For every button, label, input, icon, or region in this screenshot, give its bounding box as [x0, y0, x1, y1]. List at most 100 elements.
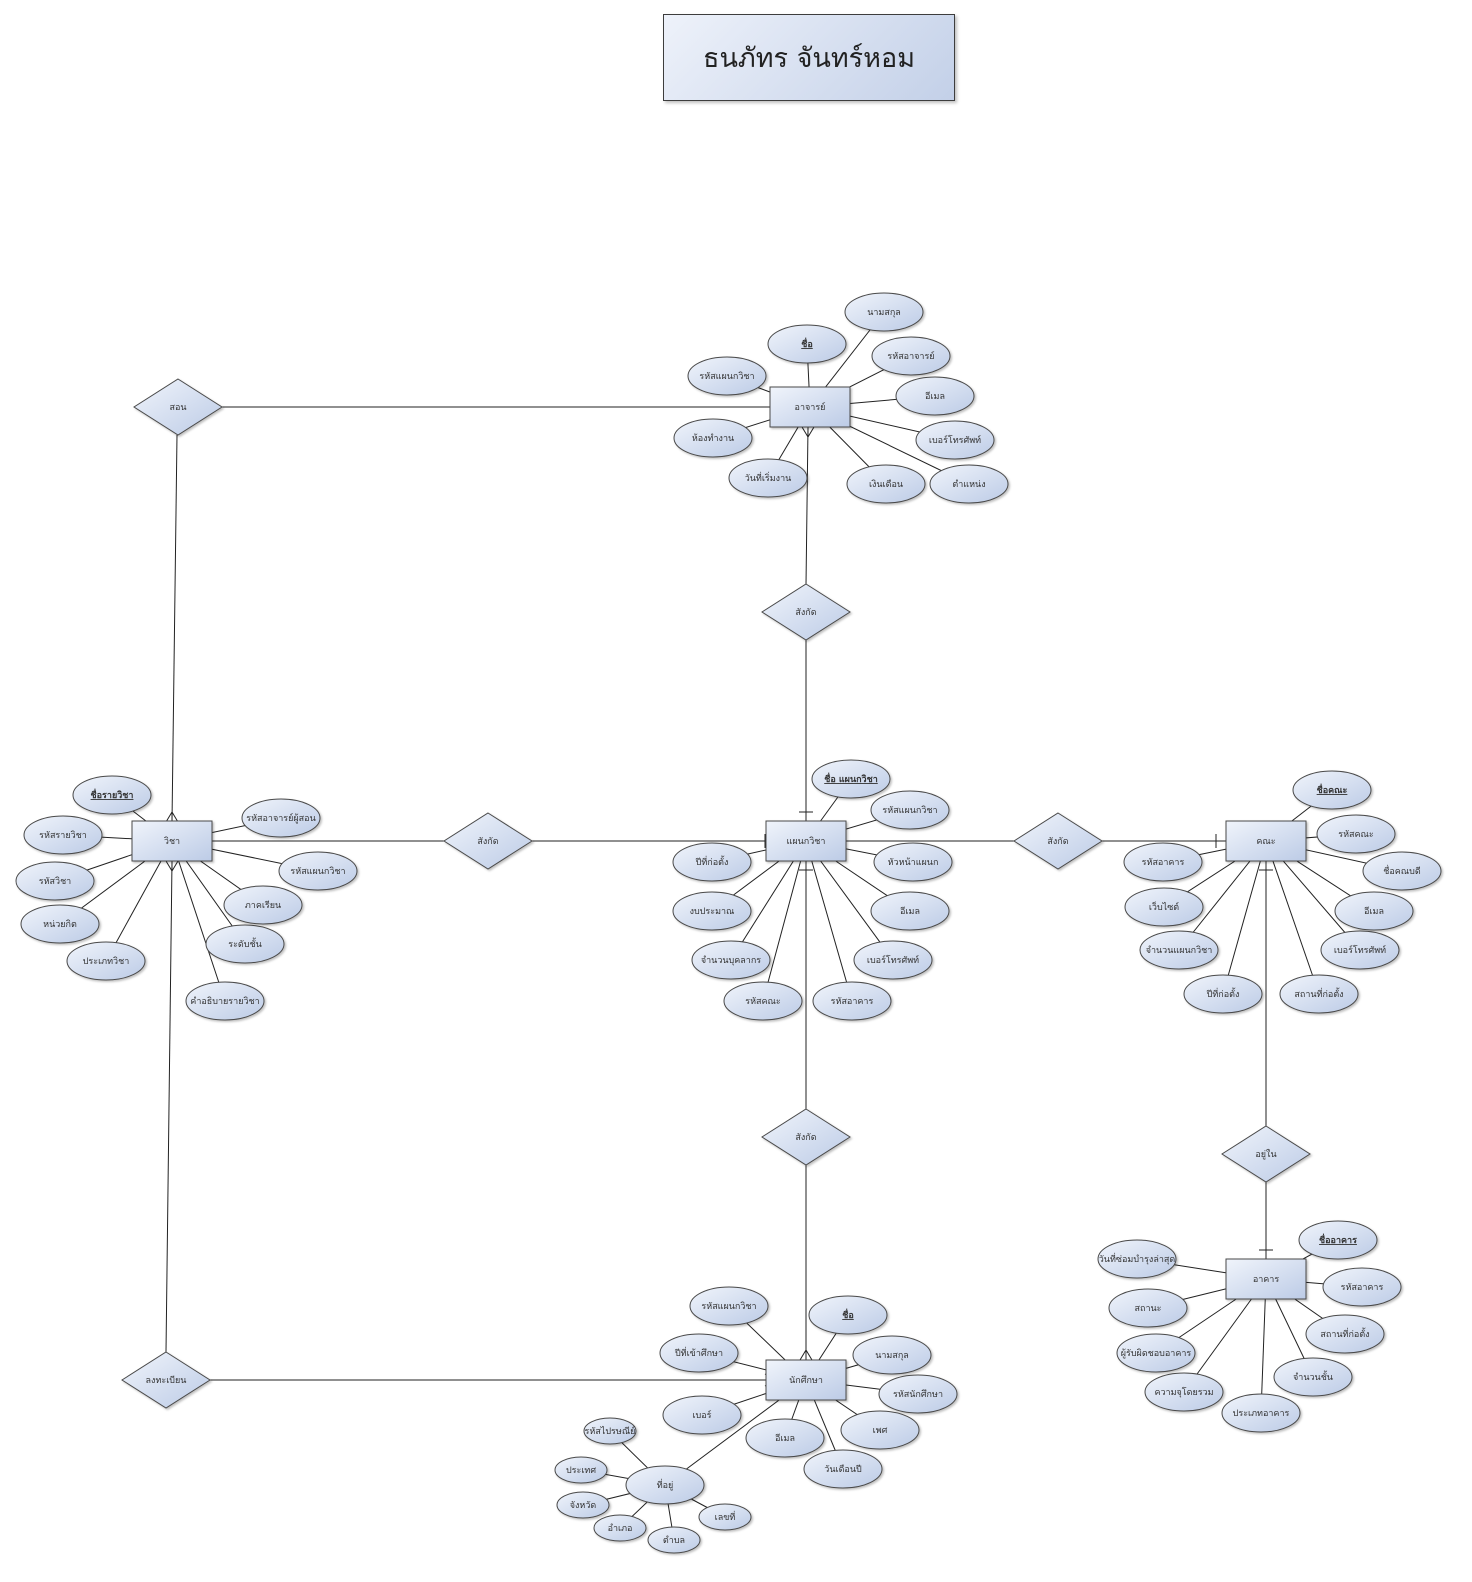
attribute-faculty-3: อีเมล — [1334, 891, 1414, 931]
attribute-ellipse — [672, 842, 752, 882]
attribute-student-5: อีเมล — [745, 1418, 825, 1458]
relationship-diamond — [761, 583, 851, 641]
attribute-ellipse — [811, 759, 891, 799]
attribute-ellipse — [66, 941, 146, 981]
attribute-faculty-2: ชื่อคณบดี — [1362, 851, 1442, 891]
attribute-label: หัวหน้าแผนก — [888, 857, 939, 868]
attribute-building-5: ความจุโดยรวม — [1144, 1372, 1224, 1412]
attribute-ellipse — [767, 324, 847, 364]
attribute-department-1: รหัสแผนกวิชา — [870, 790, 950, 830]
attribute-ellipse — [873, 842, 953, 882]
attribute-building-2: สถานที่ก่อตั้ง — [1305, 1314, 1385, 1354]
attribute-department-9: ปีที่ก่อตั้ง — [672, 842, 752, 882]
attribute-ellipse — [870, 891, 950, 931]
attribute-ellipse — [1273, 1357, 1353, 1397]
attribute-label: รหัสแผนกวิชา — [290, 866, 345, 877]
attribute-ellipse — [840, 1410, 920, 1450]
attribute-student-0: ชื่อ — [808, 1295, 888, 1335]
attribute-ellipse — [1123, 842, 1203, 882]
attribute-ellipse — [556, 1491, 610, 1519]
attribute-ellipse — [625, 1465, 705, 1505]
attribute-course-4: ประเภทวิชา — [66, 941, 146, 981]
attribute-label: คำอธิบายรายวิชา — [190, 996, 259, 1007]
relationship-student_belongs: สังกัด — [761, 1108, 851, 1166]
relationship-course_belongs: สังกัด — [443, 812, 533, 870]
attribute-teacher-1: นามสกุล — [844, 292, 924, 332]
relationship-label: สังกัด — [477, 837, 498, 847]
attribute-label: ประเภทวิชา — [83, 956, 130, 967]
attribute-label: เบอร์ — [692, 1409, 711, 1421]
attribute-ellipse — [662, 1395, 742, 1435]
attribute-label: จำนวนบุคลากร — [701, 955, 761, 966]
attribute-address-4: อำเภอ — [593, 1514, 647, 1542]
relationship-label: ลงทะเบียน — [146, 1375, 187, 1386]
attribute-label: เพศ — [873, 1426, 888, 1436]
attribute-label: รหัสไปรษณีย์ — [585, 1425, 636, 1437]
attribute-department-7: จำนวนบุคลากร — [691, 940, 771, 980]
crowfoot-prong — [171, 860, 179, 872]
attribute-building-7: สถานะ — [1108, 1288, 1188, 1328]
attribute-course-6: ระดับชั้น — [205, 924, 285, 964]
attribute-connector — [1222, 840, 1267, 995]
attribute-teacher-0: ชื่อ — [767, 324, 847, 364]
attribute-student-8: รหัสแผนกวิชา — [689, 1286, 769, 1326]
attribute-building-6: ผู้รับผิดชอบอาคาร — [1116, 1333, 1196, 1373]
attribute-ellipse — [15, 861, 95, 901]
entity-course: วิชา — [131, 820, 213, 862]
attribute-label: ชื่อ — [801, 337, 813, 350]
connector-line — [165, 860, 173, 1353]
attribute-label: รหัสแผนกวิชา — [699, 371, 754, 382]
crowfoot-prong — [799, 1349, 807, 1361]
attribute-ellipse — [1316, 814, 1396, 854]
attribute-label: รหัสอาจารย์ — [887, 350, 934, 362]
attribute-student-6: เบอร์ — [662, 1395, 742, 1435]
attribute-label: รหัสอาคาร — [1142, 858, 1185, 868]
attribute-ellipse — [583, 1417, 637, 1445]
attribute-label: ระดับชั้น — [228, 937, 262, 950]
relationship-teacher_belongs: สังกัด — [761, 583, 851, 641]
attribute-student-2: รหัสนักศึกษา — [878, 1374, 958, 1414]
attribute-ellipse — [1362, 851, 1442, 891]
attribute-label: รหัสแผนกวิชา — [882, 805, 937, 816]
attribute-label: หน่วยกิต — [43, 919, 77, 930]
attribute-ellipse — [915, 420, 995, 460]
diagram-title: ธนภัทร จันทร์หอม — [702, 43, 915, 74]
attribute-ellipse — [929, 464, 1009, 504]
attribute-ellipse — [852, 1335, 932, 1375]
attribute-student-3: เพศ — [840, 1410, 920, 1450]
attribute-ellipse — [853, 940, 933, 980]
attribute-faculty-9: รหัสอาคาร — [1123, 842, 1203, 882]
entity-box — [769, 386, 851, 428]
attribute-label: สถานที่ก่อตั้ง — [1320, 1327, 1369, 1340]
attribute-ellipse — [72, 775, 152, 815]
attribute-ellipse — [871, 336, 951, 376]
attribute-faculty-0: ชื่อคณะ — [1292, 770, 1372, 810]
attribute-faculty-1: รหัสคณะ — [1316, 814, 1396, 854]
attribute-faculty-4: เบอร์โทรศัพท์ — [1320, 930, 1400, 970]
entity-box — [1225, 820, 1307, 862]
attribute-student-7: ปีที่เข้าศึกษา — [659, 1333, 739, 1373]
attribute-ellipse — [278, 851, 358, 891]
attribute-faculty-8: เว็บไซต์ — [1124, 887, 1204, 927]
attribute-connector — [805, 840, 853, 1002]
attribute-ellipse — [1183, 974, 1263, 1014]
entity-label: คณะ — [1256, 837, 1275, 847]
attribute-label: ปีที่ก่อตั้ง — [1206, 987, 1239, 1000]
attribute-label: สถานะ — [1135, 1304, 1162, 1314]
attribute-ellipse — [593, 1514, 647, 1542]
attribute-ellipse — [1139, 930, 1219, 970]
attribute-label: วันที่เริ่มงาน — [745, 471, 792, 484]
attribute-label: นามสกุล — [867, 308, 901, 318]
attribute-course-1: รหัสรายวิชา — [23, 815, 103, 855]
attribute-department-0: ชื่อ แผนกวิชา — [811, 759, 891, 799]
attribute-ellipse — [223, 885, 303, 925]
crowfoot-prong — [807, 426, 815, 438]
attribute-department-2: หัวหน้าแผนก — [873, 842, 953, 882]
attribute-ellipse — [20, 904, 100, 944]
attribute-label: นามสกุล — [875, 1351, 909, 1361]
attribute-address-0: ที่อยู่ — [625, 1465, 705, 1505]
attribute-building-0: ชื่ออาคาร — [1298, 1220, 1378, 1260]
attribute-ellipse — [870, 790, 950, 830]
entity-teacher: อาจารย์ — [769, 386, 851, 428]
entity-label: วิชา — [164, 836, 180, 847]
